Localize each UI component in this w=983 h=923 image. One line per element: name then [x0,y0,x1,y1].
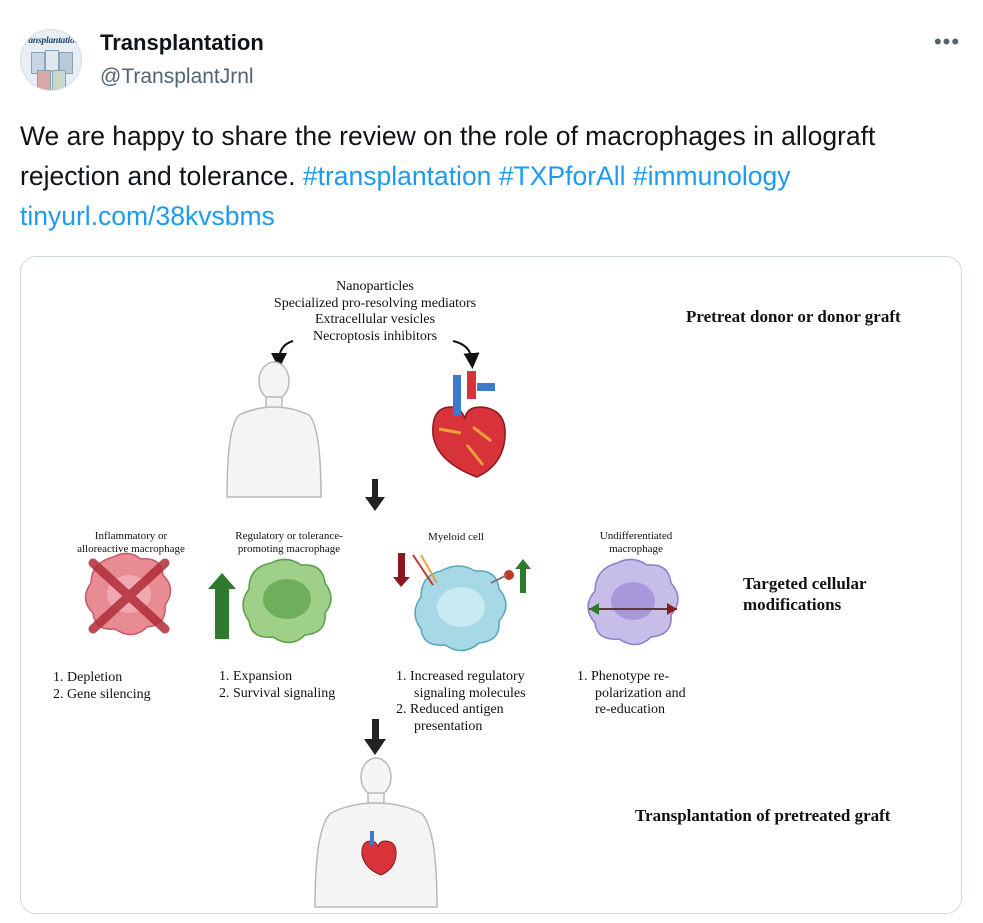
agent-item: Necroptosis inhibitors [312,328,438,344]
down-arrow-1 [365,479,385,511]
human-body-bottom [314,757,438,908]
avatar-cover-thumb [37,70,51,90]
avatar-cover-thumb [52,70,66,90]
avatar-brand-text: transplantation [22,36,80,46]
cell-title-line: Myeloid cell [428,531,484,543]
myeloid-cell [393,553,531,652]
cell-title-regulatory: Regulatory or tolerance- promoting macro… [199,530,379,556]
heart-graphic-bottom [361,831,397,876]
cell-title-inflammatory: Inflammatory or alloreactive macrophage [41,530,221,556]
cell-actions-myeloid: 1. Increased regulatory signaling molecu… [396,669,526,735]
label-targeted-modifications: Targeted cellular modifications [743,573,867,615]
cell-title-line: alloreactive macrophage [77,543,185,555]
tweet-url-link[interactable]: tinyurl.com/38kvsbms [20,201,275,231]
agent-item: Nanoparticles [336,279,414,294]
figure-graphic [84,340,679,908]
cell-actions-inflammatory: 1. Depletion 2. Gene silencing [53,669,151,703]
heart-graphic-top [432,371,506,478]
action-item: 2. Reduced antigen [396,702,504,717]
label-line: Targeted cellular [743,574,867,593]
human-body-top [226,361,322,498]
action-item: 2. Gene silencing [53,687,151,702]
cell-title-myeloid: Myeloid cell [391,531,521,544]
pretreatment-agents-list: Nanoparticles Specialized pro-resolving … [235,279,515,345]
down-arrow-2 [364,719,386,755]
cell-actions-undifferentiated: 1. Phenotype re- polarization and re-edu… [577,669,686,719]
avatar-cover-thumb [45,50,59,72]
agent-item: Specialized pro-resolving mediators [273,295,477,311]
account-display-name[interactable]: Transplantation [100,30,264,55]
cell-actions-regulatory: 1. Expansion 2. Survival signaling [219,668,335,702]
tweet-body: We are happy to share the review on the … [20,121,876,191]
action-item: polarization and [595,685,686,701]
action-item: 2. Survival signaling [219,686,336,701]
action-item: 1. Increased regulatory [396,669,525,684]
avatar-cover-thumb [59,52,73,74]
cell-title-line: macrophage [609,543,663,555]
cell-title-line: Undifferentiated [599,530,673,542]
action-item: signaling molecules [414,685,526,701]
macrophage-regulatory [208,558,332,644]
cell-title-line: Regulatory or tolerance- [235,530,343,542]
cell-title-undifferentiated: Undifferentiated macrophage [577,530,695,556]
agent-item: Extracellular vesicles [314,312,436,327]
hashtag-link[interactable]: #transplantation [302,161,492,191]
curved-arrow-right [452,340,480,369]
hashtag-link[interactable]: #immunology [632,161,791,191]
action-item: 1. Depletion [53,670,123,685]
tweet-media-image[interactable]: Nanoparticles Specialized pro-resolving … [20,256,962,914]
hashtag-link[interactable]: #TXPforAll [498,161,626,191]
account-avatar[interactable]: transplantation [20,29,82,91]
action-item: 1. Phenotype re- [577,669,670,684]
curved-arrow-left [271,340,294,369]
action-item: re-education [595,702,665,717]
label-pretreat-graft: Pretreat donor or donor graft [686,307,901,326]
cell-title-line: Inflammatory or [94,530,168,542]
macrophage-inflammatory [84,552,172,636]
action-item: 1. Expansion [219,669,293,684]
account-handle[interactable]: @TransplantJrnl [100,65,254,88]
more-options-icon[interactable]: ••• [933,29,961,54]
cell-title-line: promoting macrophage [237,543,341,555]
label-line: modifications [743,595,842,614]
action-item: presentation [414,718,483,734]
label-transplantation: Transplantation of pretreated graft [635,806,891,825]
tweet-text: We are happy to share the review on the … [20,116,970,236]
macrophage-undifferentiated [587,558,679,646]
